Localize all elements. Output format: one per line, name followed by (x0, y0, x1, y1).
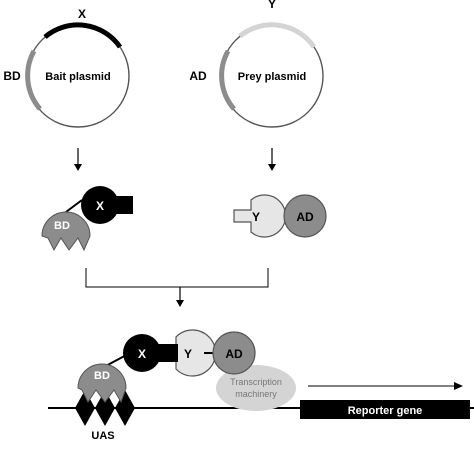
complex-x-protein (123, 334, 161, 372)
prey-domain-label: AD (189, 69, 207, 83)
complex-y-label: Y (184, 347, 192, 361)
prey-plasmid: Y AD Prey plasmid (189, 0, 324, 128)
bait-bd-label: BD (54, 220, 70, 232)
bait-insert-label: X (78, 7, 86, 21)
complex-x-knob (158, 344, 178, 362)
bait-x-knob (115, 196, 133, 214)
prey-y-insert-arc (238, 22, 317, 49)
merge-connector (85, 268, 269, 307)
complex-bd-domain (77, 363, 127, 404)
bait-bd-domain (41, 211, 91, 252)
interaction-complex: UAS Reporter gene Transcription machiner… (48, 329, 474, 442)
prey-fusion-protein: Y AD (233, 194, 327, 238)
bait-domain-label: BD (3, 69, 21, 83)
transcription-label-line2: machinery (235, 389, 277, 399)
bait-x-label: X (96, 199, 104, 213)
transcription-machinery (216, 365, 296, 411)
complex-x-label: X (138, 347, 146, 361)
prey-y-label: Y (252, 210, 260, 224)
bait-fusion-protein: BD X (41, 186, 133, 252)
uas-diamond-2 (95, 390, 115, 426)
merge-arrow-head (176, 300, 184, 307)
bait-x-protein (81, 186, 119, 224)
prey-ad-domain (283, 194, 327, 238)
prey-ad-segment-arc (219, 49, 236, 111)
complex-ad-label: AD (225, 347, 243, 361)
prey-ad-label: AD (296, 210, 314, 224)
complex-y-protein (159, 329, 217, 377)
transcription-arrow-head (454, 382, 463, 390)
prey-insert-label: Y (268, 0, 276, 11)
expression-arrows (74, 148, 276, 171)
bait-bd-segment-arc (25, 49, 42, 111)
bait-down-arrow-head (74, 164, 82, 171)
prey-y-protein (233, 194, 287, 238)
reporter-gene-label: Reporter gene (348, 405, 423, 417)
prey-down-arrow-head (268, 164, 276, 171)
bait-plasmid: X BD Bait plasmid (3, 7, 130, 128)
complex-bd-label: BD (94, 370, 110, 382)
bait-plasmid-label: Bait plasmid (45, 71, 110, 83)
transcription-label-line1: Transcription (230, 377, 282, 387)
uas-label: UAS (91, 430, 114, 442)
complex-ad-domain (212, 331, 256, 375)
bait-x-insert-arc (43, 22, 123, 49)
prey-plasmid-label: Prey plasmid (238, 71, 306, 83)
reporter-gene-box (300, 400, 470, 419)
merge-bracket (85, 268, 269, 288)
